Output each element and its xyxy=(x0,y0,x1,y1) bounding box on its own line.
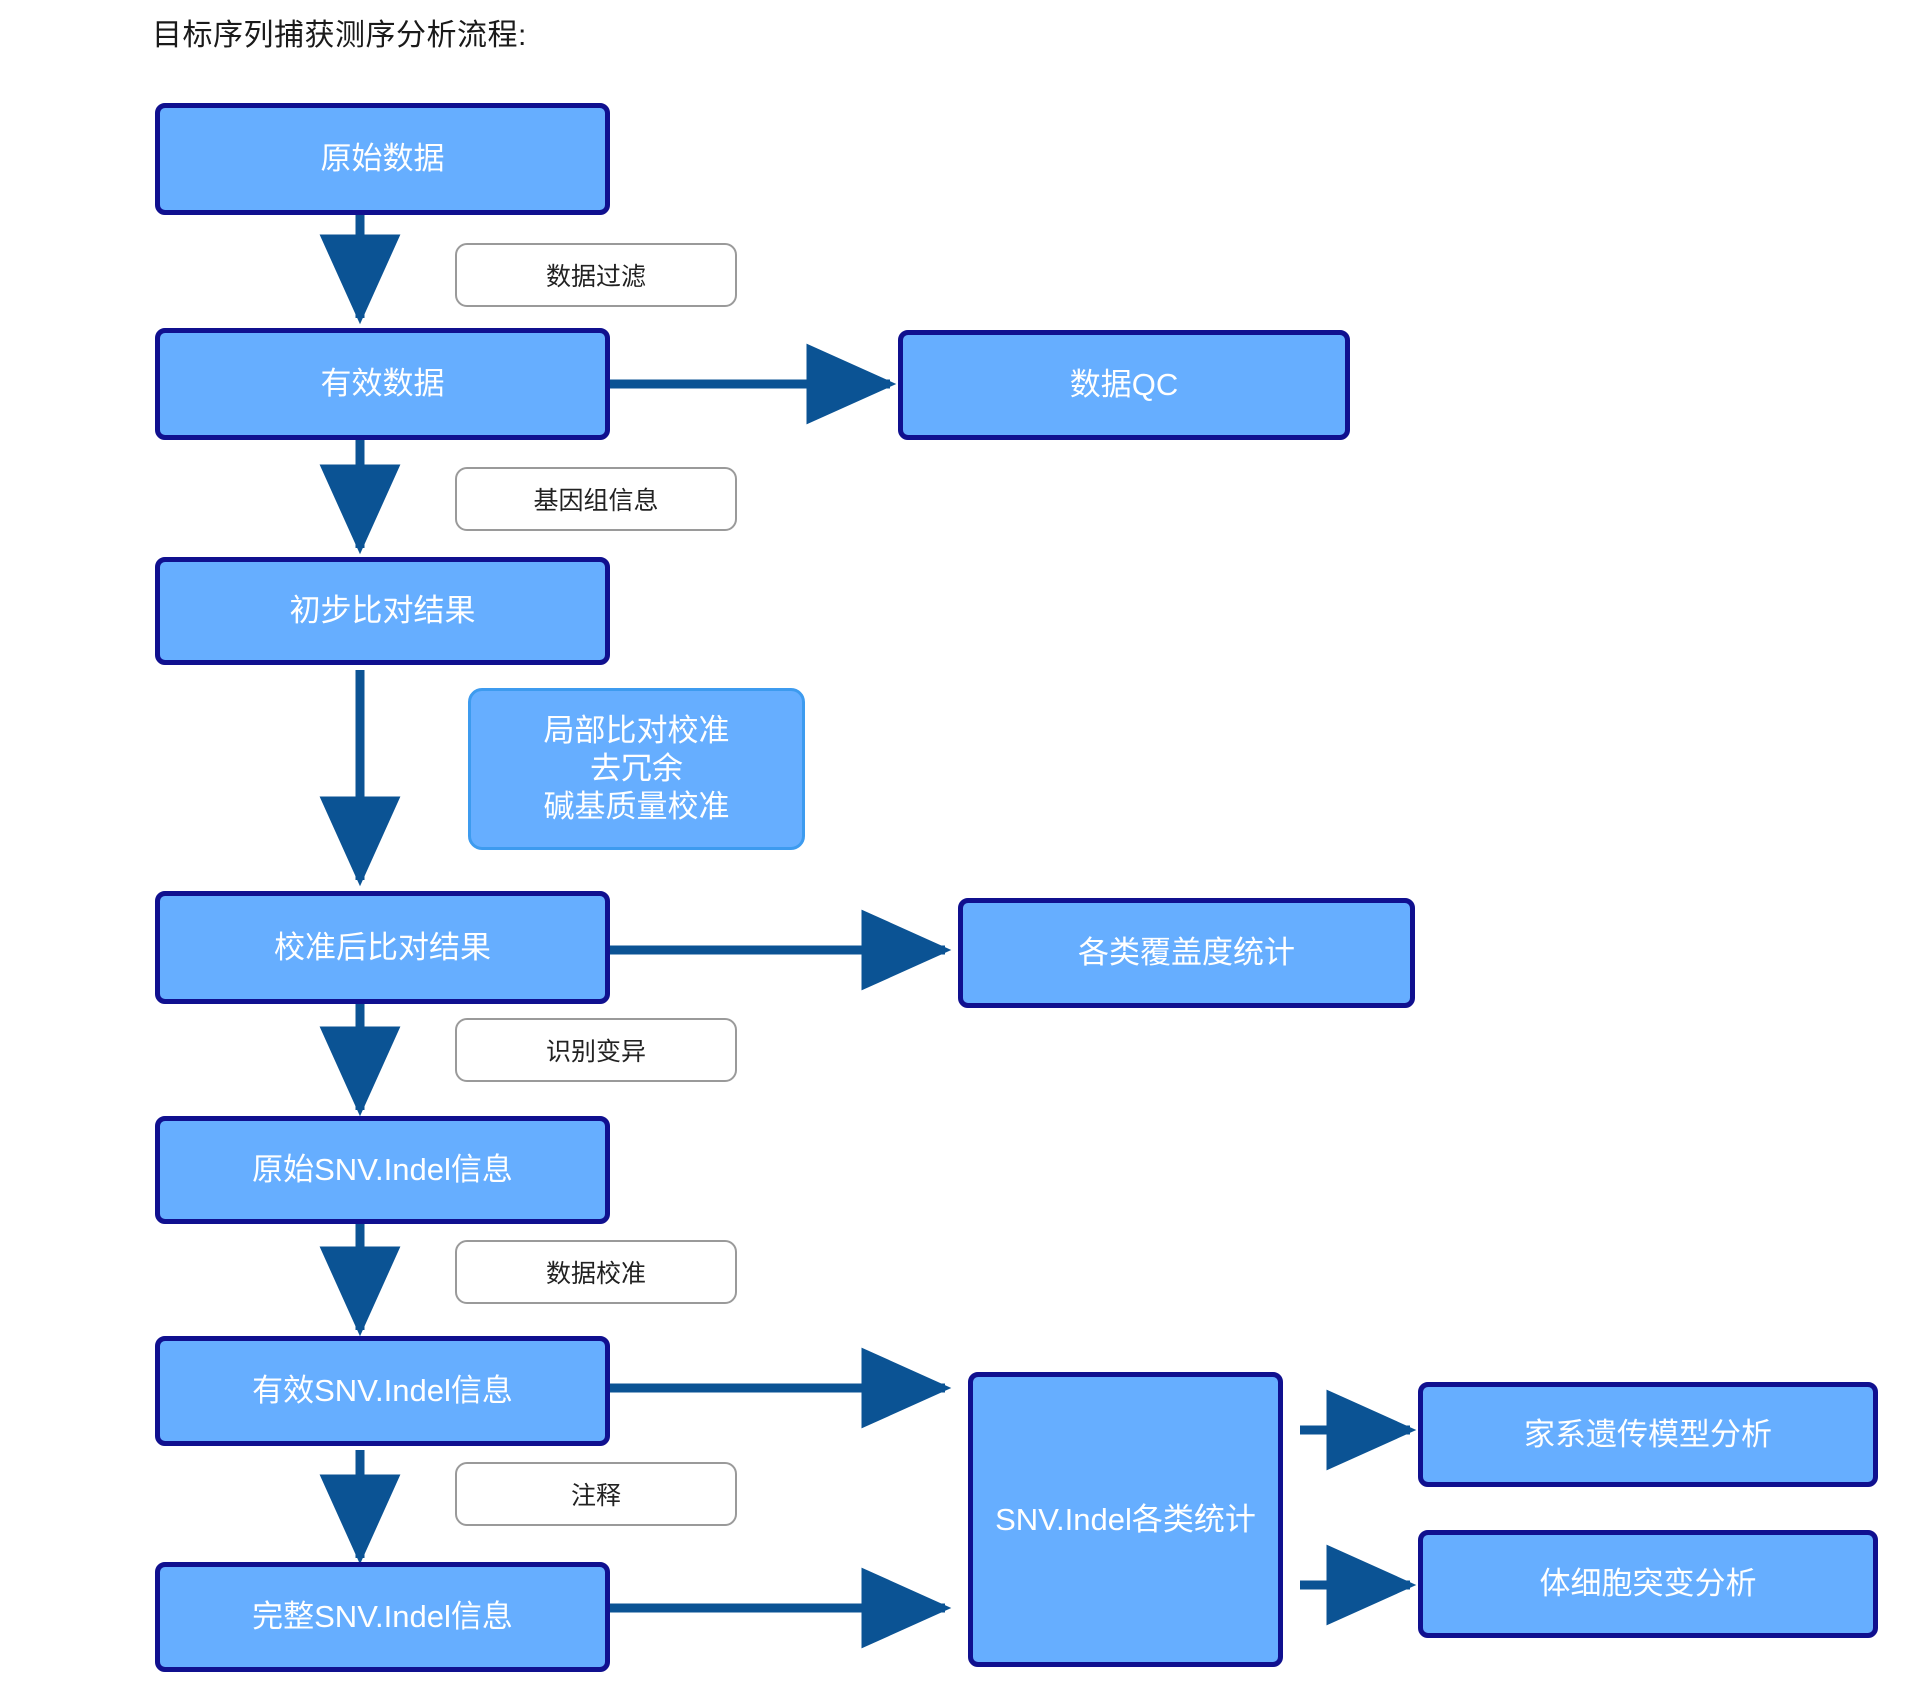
node-initial-align[interactable]: 初步比对结果 xyxy=(155,557,610,665)
node-label: 家系遗传模型分析 xyxy=(1524,1416,1772,1452)
chip-annotate[interactable]: 注释 xyxy=(455,1462,737,1526)
node-snv-indel-stats[interactable]: SNV.Indel各类统计 xyxy=(968,1372,1283,1667)
chip-label: 识别变异 xyxy=(545,1038,646,1066)
node-calibrated-align[interactable]: 校准后比对结果 xyxy=(155,891,610,1004)
node-label: 有效数据 xyxy=(320,366,445,402)
node-label: 初步比对结果 xyxy=(289,593,476,629)
node-label: 各类覆盖度统计 xyxy=(1078,935,1295,971)
chip-call-variants[interactable]: 识别变异 xyxy=(455,1018,737,1082)
process-note-line-2: 去冗余 xyxy=(590,751,683,787)
node-label: 有效SNV.Indel信息 xyxy=(252,1373,513,1409)
node-valid-data[interactable]: 有效数据 xyxy=(155,328,610,440)
node-raw-data[interactable]: 原始数据 xyxy=(155,103,610,215)
chip-genome-info[interactable]: 基因组信息 xyxy=(455,467,737,531)
chip-data-calibrate[interactable]: 数据校准 xyxy=(455,1240,737,1304)
chip-data-filter[interactable]: 数据过滤 xyxy=(455,243,737,307)
chip-label: 基因组信息 xyxy=(533,487,659,515)
chip-label: 数据过滤 xyxy=(545,263,646,291)
node-raw-snv-indel[interactable]: 原始SNV.Indel信息 xyxy=(155,1116,610,1224)
node-label: 原始数据 xyxy=(320,141,445,177)
node-label: 完整SNV.Indel信息 xyxy=(252,1599,513,1635)
node-coverage-stats[interactable]: 各类覆盖度统计 xyxy=(958,898,1415,1008)
node-valid-snv-indel[interactable]: 有效SNV.Indel信息 xyxy=(155,1336,610,1446)
process-note-line-1: 局部比对校准 xyxy=(543,713,730,749)
node-label: 数据QC xyxy=(1069,367,1179,403)
node-data-qc[interactable]: 数据QC xyxy=(898,330,1350,440)
node-label: 体细胞突变分析 xyxy=(1539,1566,1757,1602)
node-full-snv-indel[interactable]: 完整SNV.Indel信息 xyxy=(155,1562,610,1672)
node-label: 原始SNV.Indel信息 xyxy=(252,1152,513,1188)
node-label: 校准后比对结果 xyxy=(274,929,491,965)
node-label: SNV.Indel各类统计 xyxy=(995,1501,1256,1537)
chip-label: 注释 xyxy=(570,1482,621,1510)
node-pedigree-model[interactable]: 家系遗传模型分析 xyxy=(1418,1382,1878,1487)
node-alignment-processing[interactable]: 局部比对校准 去冗余 碱基质量校准 xyxy=(468,688,805,850)
page-title: 目标序列捕获测序分析流程: xyxy=(152,19,527,52)
process-note-line-3: 碱基质量校准 xyxy=(543,788,730,824)
chip-label: 数据校准 xyxy=(545,1260,646,1288)
node-somatic-mutation[interactable]: 体细胞突变分析 xyxy=(1418,1530,1878,1638)
